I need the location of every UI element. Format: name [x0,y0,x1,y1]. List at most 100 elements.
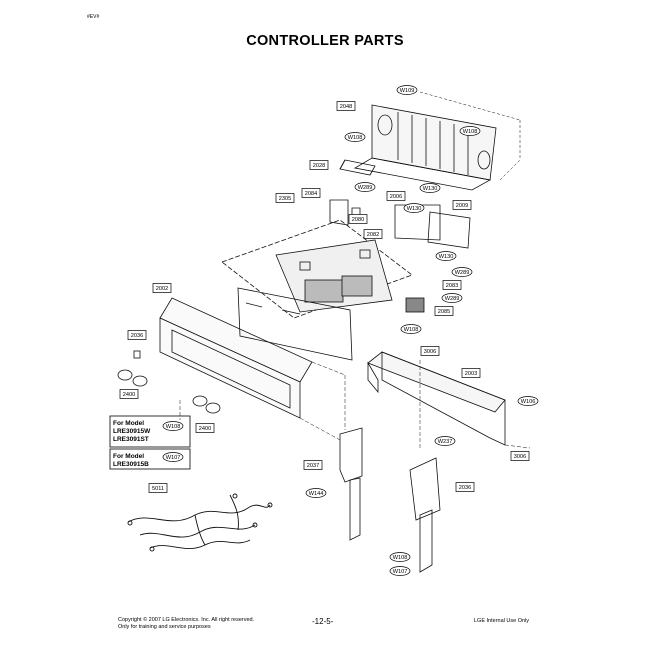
callout-label: W108 [404,327,419,333]
usage-text: Only for training and service purposes [118,624,211,630]
callout-label: 2048 [340,104,352,110]
footer-internal: LGE Internal Use Only [474,618,530,624]
callout-w106: W106 [517,396,539,406]
callout-label: W107 [166,455,181,461]
part-2048-vent-grille [353,104,497,191]
copyright-text: Copyright © 2007 LG Electronics. Inc. Al… [118,617,255,623]
callout-label: 5011 [152,486,164,492]
callout-5011: 5011 [148,483,168,493]
callout-label: 2003 [465,371,477,377]
footer-copyright: Copyright © 2007 LG Electronics. Inc. Al… [118,617,254,631]
callout-w130: W130 [403,203,425,213]
part-2400-knobs [117,350,221,414]
callout-2006: 2006 [386,191,406,201]
part-2037-side-bracket [339,427,363,541]
callout-2009: 2009 [452,200,472,210]
callout-label: W106 [521,399,536,405]
callout-3006: 3006 [510,451,530,461]
callout-w144: W144 [305,488,327,498]
callout-w237: W237 [434,436,456,446]
callout-label: 2002 [156,286,168,292]
callout-w108: W108 [459,126,481,136]
callout-2028: 2028 [309,160,329,170]
page-number: -12-5- [312,617,334,626]
callout-label: 2037 [307,463,319,469]
callout-2400: 2400 [119,389,139,399]
callout-label: 2305 [279,196,291,202]
callout-label: W109 [400,88,415,94]
callout-label: W108 [463,129,478,135]
callout-w108: W108 [389,552,411,562]
callout-2080: 2080 [348,214,368,224]
callout-label: W130 [439,254,454,260]
callout-label: 2082 [367,232,379,238]
callout-2036: 2036 [127,330,147,340]
model-note-model: LRE30915W [113,428,151,435]
callout-2085: 2085 [434,306,454,316]
callout-label: W107 [393,569,408,575]
callout-2084: 2084 [301,188,321,198]
callout-label: 2085 [438,309,450,315]
callout-2082: 2082 [363,229,383,239]
callout-label: W130 [423,186,438,192]
callout-label: 2028 [313,163,325,169]
part-5011-wire-harness [127,493,273,552]
callout-2305: 2305 [275,193,295,203]
callout-label: 2400 [199,426,211,432]
callout-w108: W108 [344,132,366,142]
callout-label: 2084 [305,191,317,197]
part-2002-control-panel [159,297,313,419]
part-2036-side-bracket [409,457,441,573]
callout-label: W237 [438,439,453,445]
callout-w130: W130 [419,183,441,193]
callout-w108: W108 [400,324,422,334]
callout-w289: W289 [451,267,473,277]
callout-label: W289 [445,296,460,302]
callout-label: 2083 [446,283,458,289]
callout-label: W108 [166,424,181,430]
callout-label: 2036 [459,485,471,491]
part-2003-trim [367,351,506,446]
callout-w107: W107 [389,566,411,576]
callout-w289: W289 [354,182,376,192]
callout-label: 2080 [352,217,364,223]
callout-2048: 2048 [336,101,356,111]
model-note-label: For Model [113,453,144,460]
part-controller-board [275,239,393,313]
callout-w108: W108 [162,421,184,431]
callout-3006: 3006 [420,346,440,356]
part-2028-bracket [339,159,376,176]
callout-label: 2009 [456,203,468,209]
model-note-model: LRE30915B [113,461,149,468]
model-note-model: LRE3091ST [113,436,149,443]
callout-label: 2036 [131,333,143,339]
callout-w289: W289 [441,293,463,303]
corner-code: #EV# [87,14,100,20]
callout-label: W289 [455,270,470,276]
callout-label: 3006 [424,349,436,355]
part-2006-bracket [329,199,441,241]
callout-2003: 2003 [461,368,481,378]
callout-label: 2006 [390,194,402,200]
callout-2083: 2083 [442,280,462,290]
model-note-label: For Model [113,420,144,427]
callout-2400: 2400 [195,423,215,433]
callout-label: 3006 [514,454,526,460]
part-2009 [427,211,471,249]
callout-label: W144 [309,491,324,497]
callout-2002: 2002 [152,283,172,293]
callout-2036: 2036 [455,482,475,492]
display-lens [237,287,353,361]
callout-label: W108 [393,555,408,561]
callout-w109: W109 [396,85,418,95]
callout-label: W108 [348,135,363,141]
callout-label: W130 [407,206,422,212]
part-2305-pcb-frame [221,219,413,319]
page-title: CONTROLLER PARTS [246,33,404,49]
callout-w107: W107 [162,452,184,462]
callout-w130: W130 [435,251,457,261]
callout-label: W289 [358,185,373,191]
callout-label: 2400 [123,392,135,398]
part-2085-module [405,297,425,313]
